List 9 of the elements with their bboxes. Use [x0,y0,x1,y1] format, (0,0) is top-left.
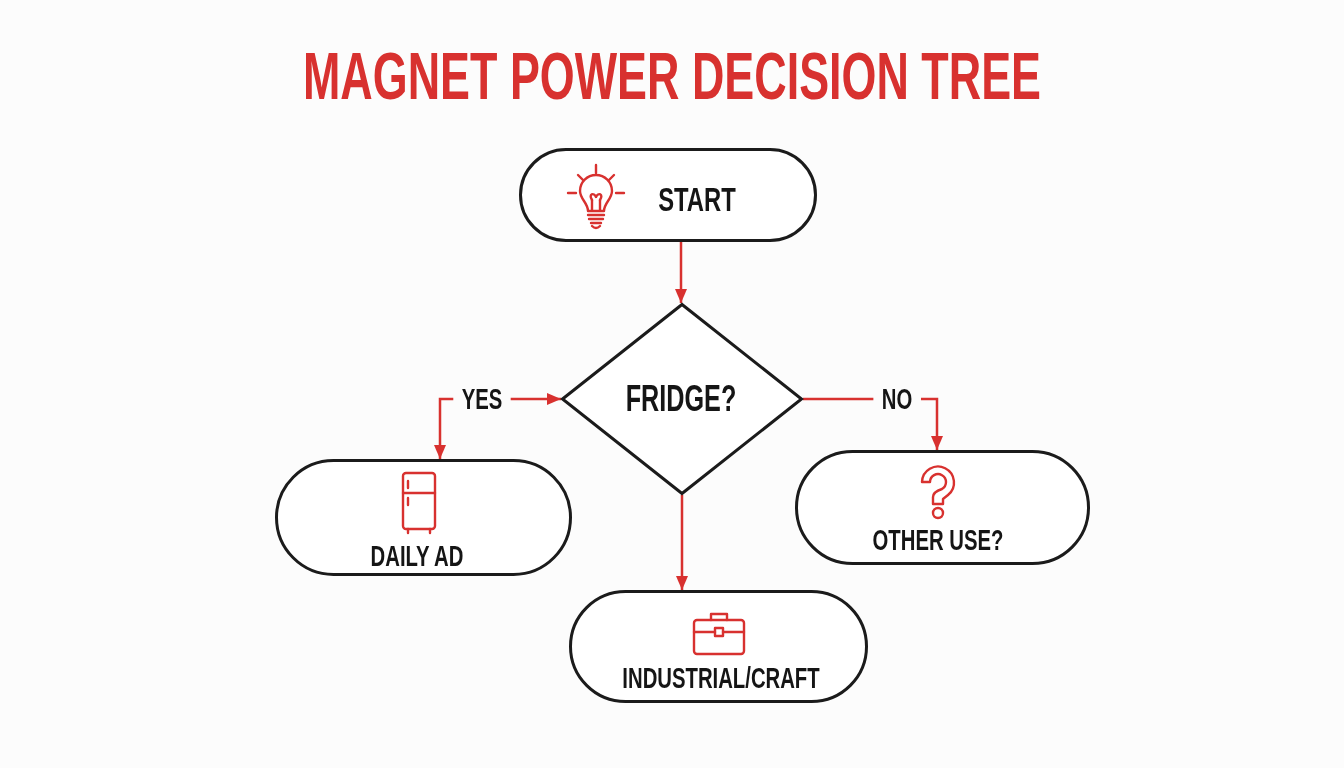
arrow [676,495,688,590]
node-label: OTHER USE? [872,525,1004,555]
node-label: INDUSTRIAL/CRAFT [622,663,820,693]
node-label: START [658,182,736,216]
arrow [675,242,687,303]
diagram-title: MAGNET POWER DECISION TREE [302,43,1042,109]
node-label: FRIDGE? [625,381,737,417]
node-label: DAILY AD [370,541,464,571]
decision-diamond [561,303,803,495]
